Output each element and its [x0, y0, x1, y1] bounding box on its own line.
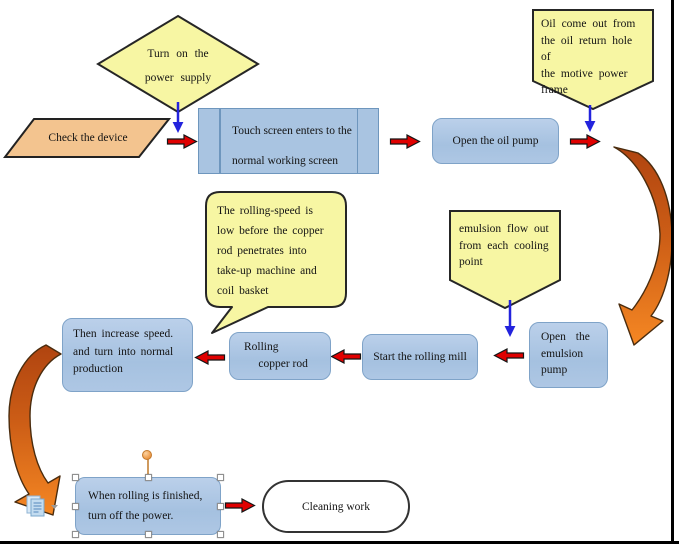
arrow-emulsionpump-to-startmill[interactable]	[493, 347, 525, 364]
process-increase-speed[interactable]: Then increase speed. and turn into norma…	[62, 318, 193, 392]
process-label: When rolling is finished, turn off the p…	[88, 490, 203, 522]
decision-label: Turn on the power supply	[144, 48, 212, 84]
selection-handle-e[interactable]	[217, 503, 224, 510]
decision-turn-on-power[interactable]: Turn on the power supply	[96, 14, 260, 114]
page-border-bottom	[0, 541, 679, 544]
process-label: Open the oil pump	[452, 135, 539, 147]
connector-power-down-arrow[interactable]	[171, 102, 185, 134]
arrow-startmill-to-rollingrod[interactable]	[330, 348, 362, 365]
process-open-emulsion-pump[interactable]: Open the emulsion pump	[529, 322, 608, 388]
process-rolling-copper-rod[interactable]: Rolling copper rod	[229, 332, 331, 380]
selection-handle-nw[interactable]	[72, 474, 79, 481]
pentagon-shape	[532, 9, 654, 111]
note-oil-return[interactable]: Oil come out from the oil return hole of…	[531, 8, 655, 112]
curved-arrow-left[interactable]	[6, 344, 64, 516]
terminator-cleaning-work[interactable]: Cleaning work	[262, 480, 410, 533]
curved-arrow-right[interactable]	[606, 146, 674, 346]
note-emulsion-flow[interactable]: emulsion flow out from each cooling poin…	[448, 209, 562, 311]
selection-handle-ne[interactable]	[217, 474, 224, 481]
selection-handle-n[interactable]	[145, 474, 152, 481]
pentagon-shape	[449, 210, 561, 310]
paste-options-button[interactable]	[24, 494, 62, 520]
callout-label: The rolling-speed is low before the copp…	[217, 205, 324, 297]
selection-handle-w[interactable]	[72, 503, 79, 510]
arrow-rollingrod-to-increase[interactable]	[194, 349, 226, 366]
selection-handle-s[interactable]	[145, 531, 152, 538]
process-start-rolling-mill[interactable]: Start the rolling mill	[362, 334, 478, 380]
parallelogram-shape	[3, 118, 171, 158]
predefined-left-bar	[219, 109, 221, 173]
process-label: Rolling copper rod	[244, 341, 308, 370]
arrow-touchscreen-to-oilpump[interactable]	[389, 133, 421, 150]
clipboard-icon	[26, 495, 58, 517]
process-label: Then increase speed. and turn into norma…	[73, 328, 174, 375]
speech-bubble-shape	[205, 191, 347, 334]
arrow-oilpump-to-next[interactable]	[569, 133, 601, 150]
note-label: Oil come out from the oil return hole of…	[541, 18, 636, 96]
input-label: Check the device	[48, 132, 128, 144]
process-open-oil-pump[interactable]: Open the oil pump	[432, 118, 559, 164]
arrow-finish-to-cleaning[interactable]	[224, 497, 256, 514]
page-border-right	[671, 0, 674, 544]
predefined-right-bar	[356, 109, 358, 173]
note-label: emulsion flow out from each cooling poin…	[459, 223, 549, 268]
selection-handle-se[interactable]	[217, 531, 224, 538]
rotation-handle[interactable]	[142, 450, 152, 460]
callout-rolling-speed[interactable]: The rolling-speed is low before the copp…	[204, 190, 350, 336]
process-finish-power-off-selected[interactable]: When rolling is finished, turn off the p…	[72, 450, 224, 538]
process-touch-screen[interactable]: Touch screen enters to the normal workin…	[198, 108, 379, 174]
selection-handle-sw[interactable]	[72, 531, 79, 538]
connector-emulsion-note-arrow[interactable]	[503, 300, 517, 338]
rotation-handle-stem	[147, 459, 149, 478]
arrow-check-to-touchscreen[interactable]	[166, 133, 198, 150]
process-label: Touch screen enters to the normal workin…	[232, 125, 352, 167]
process-label: Open the emulsion pump	[541, 331, 590, 376]
dropdown-caret-icon	[51, 505, 58, 509]
terminator-label: Cleaning work	[301, 500, 371, 513]
input-check-device[interactable]: Check the device	[3, 117, 171, 159]
process-label: Start the rolling mill	[373, 351, 467, 363]
connector-oil-note-arrow[interactable]	[583, 105, 597, 133]
